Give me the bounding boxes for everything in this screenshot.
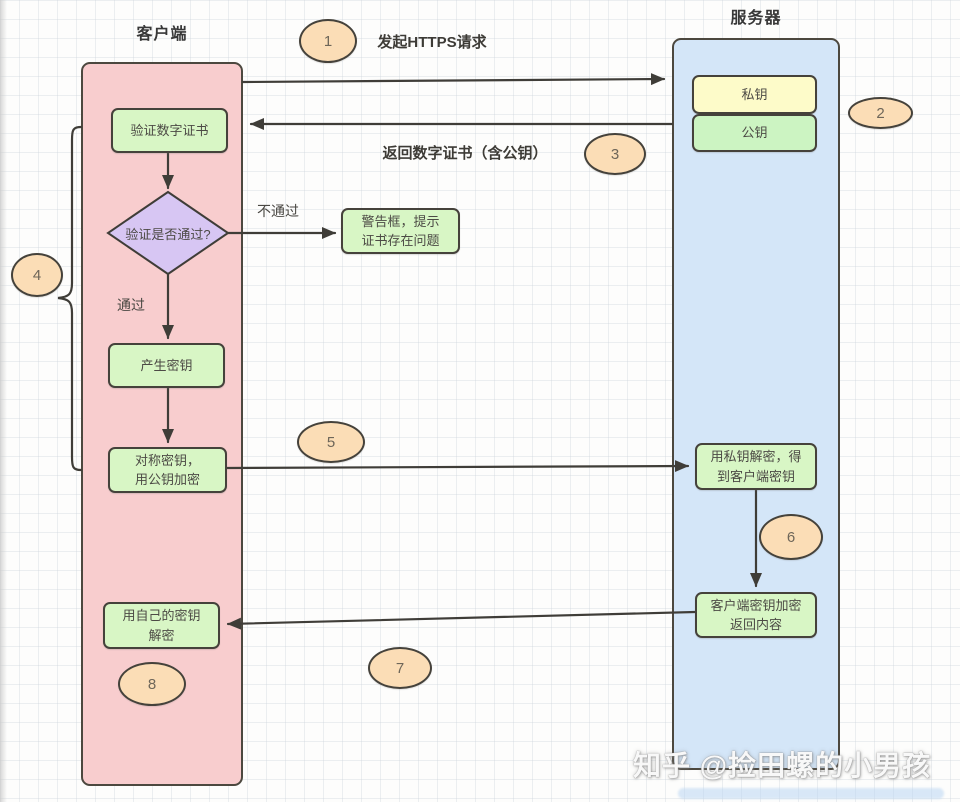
public-key-node: 公钥: [692, 114, 817, 152]
step-3-badge: 3: [584, 133, 646, 175]
private-key-node: 私钥: [692, 75, 817, 114]
step4-brace: [57, 125, 83, 472]
generate-key-node: 产生密钥: [108, 343, 225, 388]
step-8-badge: 8: [118, 662, 186, 706]
fail-branch-label: 不通过: [257, 203, 299, 219]
arrow-send-symkey: [225, 460, 690, 473]
verify-decision-diamond: [106, 190, 230, 276]
arrow-return-content: [226, 610, 697, 630]
arrow-https-request: [241, 73, 666, 86]
warning-box-node: 警告框，提示 证书存在问题: [341, 208, 460, 254]
page-edge-shade: [0, 0, 7, 802]
step-2-badge: 2: [848, 97, 913, 129]
client-lane-title: 客户端: [136, 26, 188, 43]
server-encrypt-response-node: 客户端密钥加密 返回内容: [695, 592, 817, 638]
return-certificate-label: 返回数字证书（含公钥）: [382, 145, 548, 162]
zhihu-watermark: 知乎 @捡田螺的小男孩: [633, 750, 932, 781]
step-1-badge: 1: [299, 19, 357, 63]
client-decrypt-node: 用自己的密钥 解密: [103, 602, 220, 649]
step-7-badge: 7: [368, 647, 432, 689]
step-4-badge: 4: [11, 253, 63, 297]
server-lane: [672, 38, 840, 770]
step-6-badge: 6: [759, 514, 823, 560]
server-lane-title: 服务器: [730, 10, 782, 27]
pass-branch-label: 通过: [117, 297, 145, 313]
https-request-label: 发起HTTPS请求: [377, 34, 487, 51]
step-5-badge: 5: [297, 421, 365, 463]
server-lane-shadow: [678, 788, 944, 799]
verify-certificate-node: 验证数字证书: [111, 108, 228, 153]
verify-decision-label: 验证是否通过?: [125, 226, 211, 242]
symmetric-key-encrypt-node: 对称密钥， 用公钥加密: [108, 447, 227, 493]
server-decrypt-node: 用私钥解密，得 到客户端密钥: [695, 443, 817, 490]
